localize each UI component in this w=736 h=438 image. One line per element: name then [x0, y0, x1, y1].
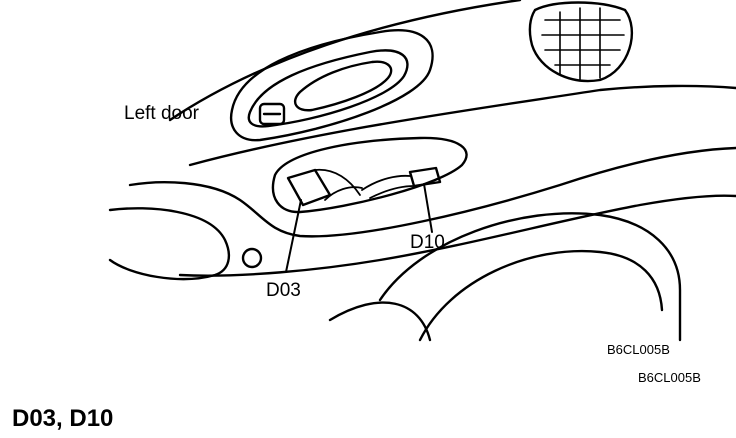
handle-recess-outer: [229, 29, 434, 142]
door-trim-upper: [168, 0, 522, 122]
door-pocket-inner: [418, 249, 664, 342]
figure-code-repeat: B6CL005B: [638, 370, 701, 385]
leader-d03: [285, 199, 302, 273]
armrest-lower: [178, 194, 736, 277]
door-pocket-outer: [378, 212, 682, 342]
door-handle: [293, 60, 393, 112]
connector-heading: D03, D10: [12, 405, 114, 432]
callout-d03: D03: [266, 280, 301, 301]
armrest-screw: [241, 247, 263, 269]
callout-d10: D10: [410, 232, 445, 253]
figure-code: B6CL005B: [607, 342, 670, 357]
leader-d10: [423, 183, 433, 233]
armrest-top: [128, 146, 736, 238]
location-label: Left door: [124, 103, 199, 124]
lock-knob: [258, 102, 286, 126]
door-trim-lower: [188, 84, 736, 167]
speaker-grille: [528, 1, 634, 83]
connector-d10: [408, 166, 442, 188]
handle-recess-inner: [247, 49, 409, 128]
connector-d03: [286, 168, 332, 207]
door-pocket-lower: [328, 301, 432, 342]
armrest-front: [108, 207, 231, 281]
